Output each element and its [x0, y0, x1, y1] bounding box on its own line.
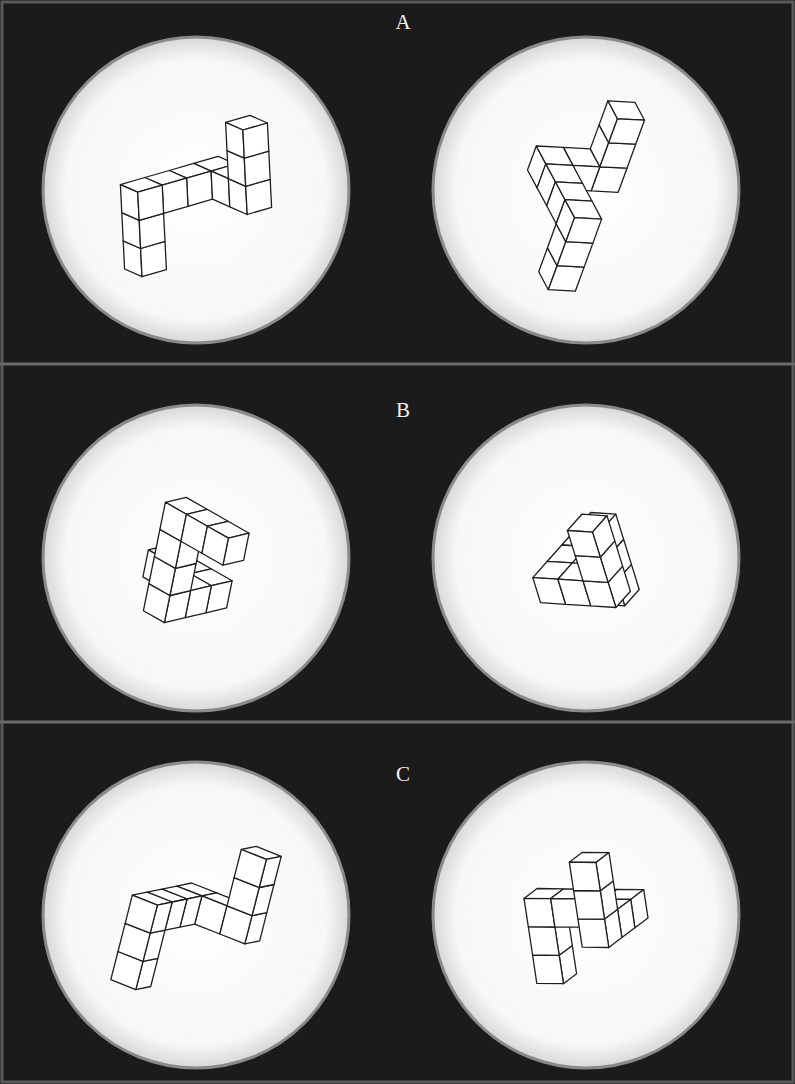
cube-face — [565, 200, 602, 219]
view-disc — [43, 37, 349, 343]
view-disc — [433, 405, 739, 711]
panel-divider — [0, 363, 795, 366]
cube-face — [608, 101, 645, 120]
cube-face — [583, 581, 616, 608]
panel-divider — [0, 721, 795, 724]
cube-face — [567, 531, 600, 558]
cube-face — [536, 146, 573, 165]
cube-face — [555, 182, 592, 201]
cube-face — [120, 185, 139, 221]
cube-face — [162, 178, 188, 213]
disc-group — [43, 37, 739, 1068]
cube-face — [557, 242, 593, 267]
cube-face — [243, 123, 269, 158]
cube-face — [226, 122, 245, 158]
view-disc — [433, 762, 739, 1068]
cube-face — [569, 862, 600, 891]
view-disc — [433, 37, 739, 343]
panel-letter: B — [396, 398, 410, 423]
cube-face — [125, 895, 157, 933]
cube-face — [566, 218, 602, 244]
cube-face — [211, 171, 230, 207]
cube-face — [187, 171, 213, 206]
cube-face — [138, 185, 164, 220]
panel-letter: A — [395, 10, 410, 35]
view-disc — [43, 405, 349, 711]
cube-face — [524, 898, 555, 927]
cube-face — [600, 143, 636, 168]
cube-face — [202, 526, 229, 565]
cube-face — [546, 164, 583, 183]
cube-face — [609, 119, 645, 144]
panel-letter: C — [396, 762, 410, 787]
cube-face — [234, 850, 266, 888]
cube-face — [528, 927, 559, 956]
cube-face — [548, 266, 584, 292]
cube-face — [578, 919, 609, 948]
cube-figures — [111, 101, 648, 990]
cube-face — [574, 891, 605, 920]
cube-face — [575, 556, 608, 583]
view-disc — [43, 762, 349, 1068]
cube-face — [533, 955, 564, 984]
